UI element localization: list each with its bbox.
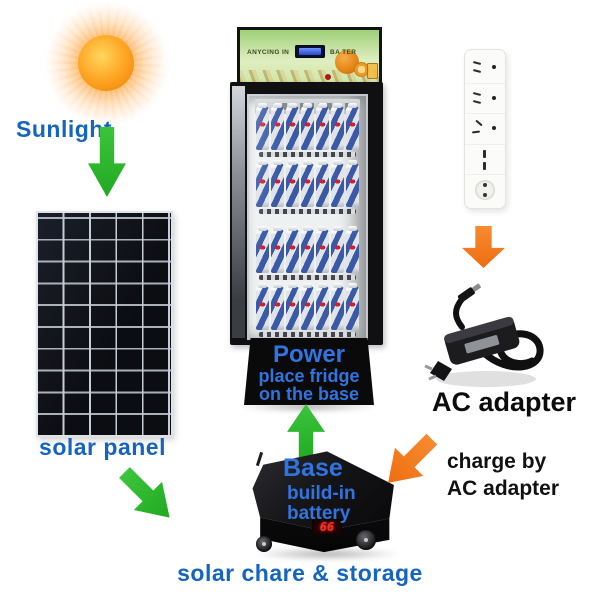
battery-led-display: 66 — [312, 519, 342, 535]
redbull-can — [316, 103, 329, 150]
outlet-socket-angled-pair — [465, 113, 505, 144]
fridge-interior — [247, 94, 368, 340]
shelf-group — [253, 226, 362, 280]
power-label: Power — [272, 341, 346, 368]
redbull-can — [286, 226, 299, 273]
caster-wheel — [256, 536, 272, 552]
base-note-line2: battery — [287, 503, 351, 524]
can-row — [253, 160, 362, 207]
wire-shelf — [259, 209, 356, 214]
outlet-socket-vertical-pair — [465, 143, 505, 175]
wire-shelf — [259, 275, 356, 280]
outlet-socket-flat-pair — [465, 82, 505, 114]
redbull-can — [286, 160, 299, 207]
redbull-can — [301, 103, 314, 150]
redbull-can — [301, 160, 314, 207]
shelf-group — [253, 160, 362, 214]
redbull-can — [346, 160, 359, 207]
redbull-can — [301, 226, 314, 273]
can-row — [253, 226, 362, 273]
power-strip — [464, 49, 506, 209]
redbull-can — [286, 283, 299, 330]
redbull-can — [271, 283, 284, 330]
arrow-panel-to-base — [110, 458, 184, 532]
redbull-can — [256, 160, 269, 207]
juice-glass-icon — [367, 63, 378, 79]
outlet-socket-round — [465, 174, 505, 205]
redbull-can — [316, 226, 329, 273]
base-label: Base — [283, 454, 343, 482]
redbull-can — [331, 103, 344, 150]
redbull-can — [331, 226, 344, 273]
ac-adapter-image — [424, 283, 544, 387]
redbull-can — [316, 283, 329, 330]
base-shadow — [252, 547, 402, 561]
redbull-can — [301, 283, 314, 330]
base-note-line1: build-in — [287, 483, 356, 504]
shelf-group — [253, 283, 362, 337]
charge-note-line1: charge by — [447, 450, 547, 473]
redbull-can — [256, 103, 269, 150]
redbull-can — [331, 283, 344, 330]
can-row — [253, 103, 362, 150]
caster-wheel — [356, 530, 376, 550]
power-note-line1: place fridge — [258, 366, 360, 386]
battery-base-unit: 66 — [248, 448, 400, 560]
shelf-group — [253, 103, 362, 157]
berry-icon — [325, 74, 331, 80]
can-row — [253, 283, 362, 330]
wire-shelf — [259, 152, 356, 157]
led-value: 66 — [319, 520, 335, 534]
redbull-can — [346, 103, 359, 150]
redbull-can — [286, 103, 299, 150]
redbull-can — [316, 160, 329, 207]
banner-text-left: ANYCING IN — [247, 49, 290, 56]
solar-panel-label: solar panel — [39, 434, 166, 460]
fridge-power-box: Power place fridge on the base — [244, 338, 374, 405]
redbull-can — [346, 226, 359, 273]
outlet-socket-flat-pair — [465, 53, 505, 83]
sunlight-label: Sunlight — [16, 116, 112, 142]
wire-shelf — [259, 332, 356, 337]
redbull-can — [271, 103, 284, 150]
redbull-can — [346, 283, 359, 330]
redbull-can — [271, 160, 284, 207]
fridge-cabinet — [230, 82, 383, 345]
charge-note-line2: AC adapter — [447, 477, 560, 500]
bottom-caption: solar chare & storage — [177, 560, 423, 586]
base-handle — [255, 451, 264, 467]
arrow-strip-to-adapter — [462, 226, 505, 268]
redbull-can — [271, 226, 284, 273]
redbull-can — [256, 283, 269, 330]
solar-panel — [36, 211, 173, 437]
banner-lcd-display — [295, 45, 325, 58]
fridge-side-panel — [232, 86, 245, 338]
redbull-can — [256, 226, 269, 273]
redbull-can — [331, 160, 344, 207]
ac-adapter-label: AC adapter — [432, 387, 577, 417]
banner-text-right: BA TER — [330, 49, 357, 56]
fridge-banner: ANYCING IN BA TER — [237, 27, 382, 87]
sun-icon — [78, 35, 134, 91]
power-note-line2: on the base — [258, 384, 360, 404]
fridge-shelves — [253, 103, 362, 338]
